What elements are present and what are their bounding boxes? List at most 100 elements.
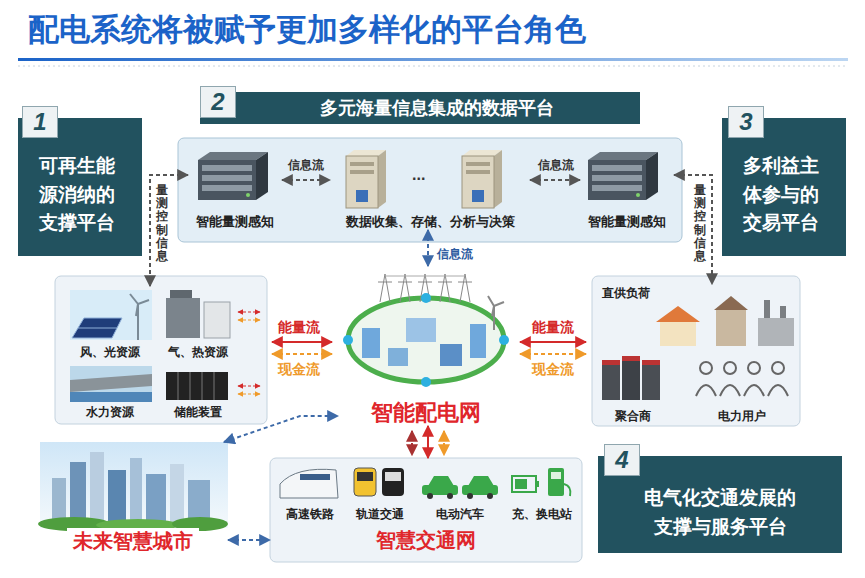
charger-icon: [548, 468, 564, 496]
server-rack: [198, 160, 256, 200]
server-rack: [198, 152, 268, 160]
node-text: 聚合商: [615, 409, 651, 424]
exchange-arrows: [238, 394, 260, 395]
hydro-icon: [70, 374, 152, 392]
node-text: 智能配电网: [371, 400, 481, 426]
server-rack: [646, 152, 658, 200]
rail-icon: [354, 468, 376, 496]
grid-illustration: [470, 324, 486, 358]
server-tower: [350, 170, 374, 174]
grid-illustration: [421, 293, 431, 303]
grid-illustration: [406, 318, 436, 342]
edge-label: 信息流: [287, 158, 325, 173]
grid-illustration: [440, 344, 462, 366]
data-center: 数据收集、存储、分析与决策: [330, 148, 530, 230]
house-icons: [758, 318, 794, 346]
grid-illustration: [388, 348, 408, 366]
train-icon: [280, 469, 338, 498]
flow-connector: [530, 179, 580, 181]
callout-number: 4: [604, 444, 640, 476]
node-text: 电气化交通发展的支撑与服务平台: [641, 484, 799, 541]
flow-label: 能量流: [532, 318, 574, 336]
charger-icon: [564, 484, 570, 496]
wind-solar-icon: [78, 328, 117, 329]
car-icon: [467, 493, 473, 499]
storage-icon: [202, 372, 203, 400]
charger-icon: [515, 479, 527, 489]
platform-callout: 多利益主体参与的交易平台: [722, 118, 846, 256]
user-icons: [696, 362, 788, 396]
car-icon: [447, 493, 453, 499]
user-icons: [696, 385, 716, 396]
smart-grid: 智能配电网: [338, 266, 514, 426]
sensor-server: 智能量测感知: [580, 148, 674, 230]
data-panel: [178, 138, 682, 242]
train-icon: [280, 469, 338, 498]
house-icons: [716, 310, 746, 346]
grid-illustration: [362, 328, 380, 358]
server-rack: [588, 152, 658, 160]
server-tower: [462, 150, 502, 208]
city-illustration: [70, 462, 86, 522]
grid-illustration: [348, 298, 504, 382]
aggregator-cabinets: [602, 360, 620, 400]
exchange-arrows: [238, 320, 260, 321]
wind-solar-icon: [138, 300, 149, 304]
server-rack: [202, 165, 252, 171]
wind-solar-icon: [72, 318, 122, 338]
storage-icon: [166, 372, 228, 400]
resource-item: 水力资源: [64, 364, 156, 420]
gas-heat-icon: [204, 302, 230, 338]
city-illustration: [170, 464, 184, 522]
resource-panel: [55, 276, 267, 424]
user-icons: [700, 362, 712, 374]
wind-solar-icon: [70, 290, 152, 340]
server-tower: [472, 190, 484, 202]
user-item: 聚合商: [596, 350, 670, 424]
city-illustration: [38, 442, 228, 531]
ellipsis: ...: [412, 166, 425, 184]
server-rack: [588, 160, 646, 200]
node-text: 可再生能源消纳的支撑平台: [39, 152, 121, 238]
wind-solar-icon: [130, 294, 138, 304]
grid-illustration: [343, 335, 353, 345]
node-text: 多利益主体参与的交易平台: [743, 152, 825, 238]
storage-icon: [178, 372, 179, 400]
user-icons: [724, 362, 736, 374]
traffic-panel: [270, 458, 582, 562]
node-text: 直供负荷: [602, 286, 650, 301]
flow-arrows: [272, 353, 332, 355]
node-text: 轨道交通: [356, 507, 404, 522]
flow-label: 现金流: [532, 360, 574, 378]
server-rack: [588, 152, 658, 200]
user-item: 电力用户: [688, 350, 796, 424]
house-icons: [656, 296, 794, 346]
traffic-network: 智慧交通网高速铁路轨道交通电动汽车充、换电站: [270, 458, 582, 562]
node-text: 智能量测感知: [196, 214, 274, 230]
server-rack: [592, 185, 642, 191]
flow-arrows: [520, 341, 586, 343]
grid-illustration: [378, 274, 472, 302]
flow-connector: [282, 179, 330, 181]
rail-icon: [354, 468, 404, 496]
server-rack: [202, 175, 252, 181]
city-illustration: [108, 470, 126, 522]
server-tower: [378, 150, 386, 208]
user-panel: [592, 276, 800, 426]
flow-connector: [228, 539, 270, 541]
edge-label: 量测控制信息: [694, 184, 706, 263]
car-icon: [468, 476, 494, 486]
platform-band: 多元海量信息集成的数据平台: [200, 92, 640, 124]
node-text: 多元海量信息集成的数据平台: [320, 96, 554, 120]
rail-icon: [357, 472, 373, 481]
exchange-arrows: [238, 386, 260, 387]
traffic-item: 电动汽车: [420, 464, 500, 522]
house-icons: [656, 306, 700, 322]
storage-icon: [214, 372, 215, 400]
house-icons: [764, 300, 770, 318]
flow-arrows: [411, 431, 413, 455]
title-underline: [18, 66, 848, 67]
smart-city: 未来智慧城市: [38, 442, 228, 554]
server-tower: [346, 150, 386, 208]
